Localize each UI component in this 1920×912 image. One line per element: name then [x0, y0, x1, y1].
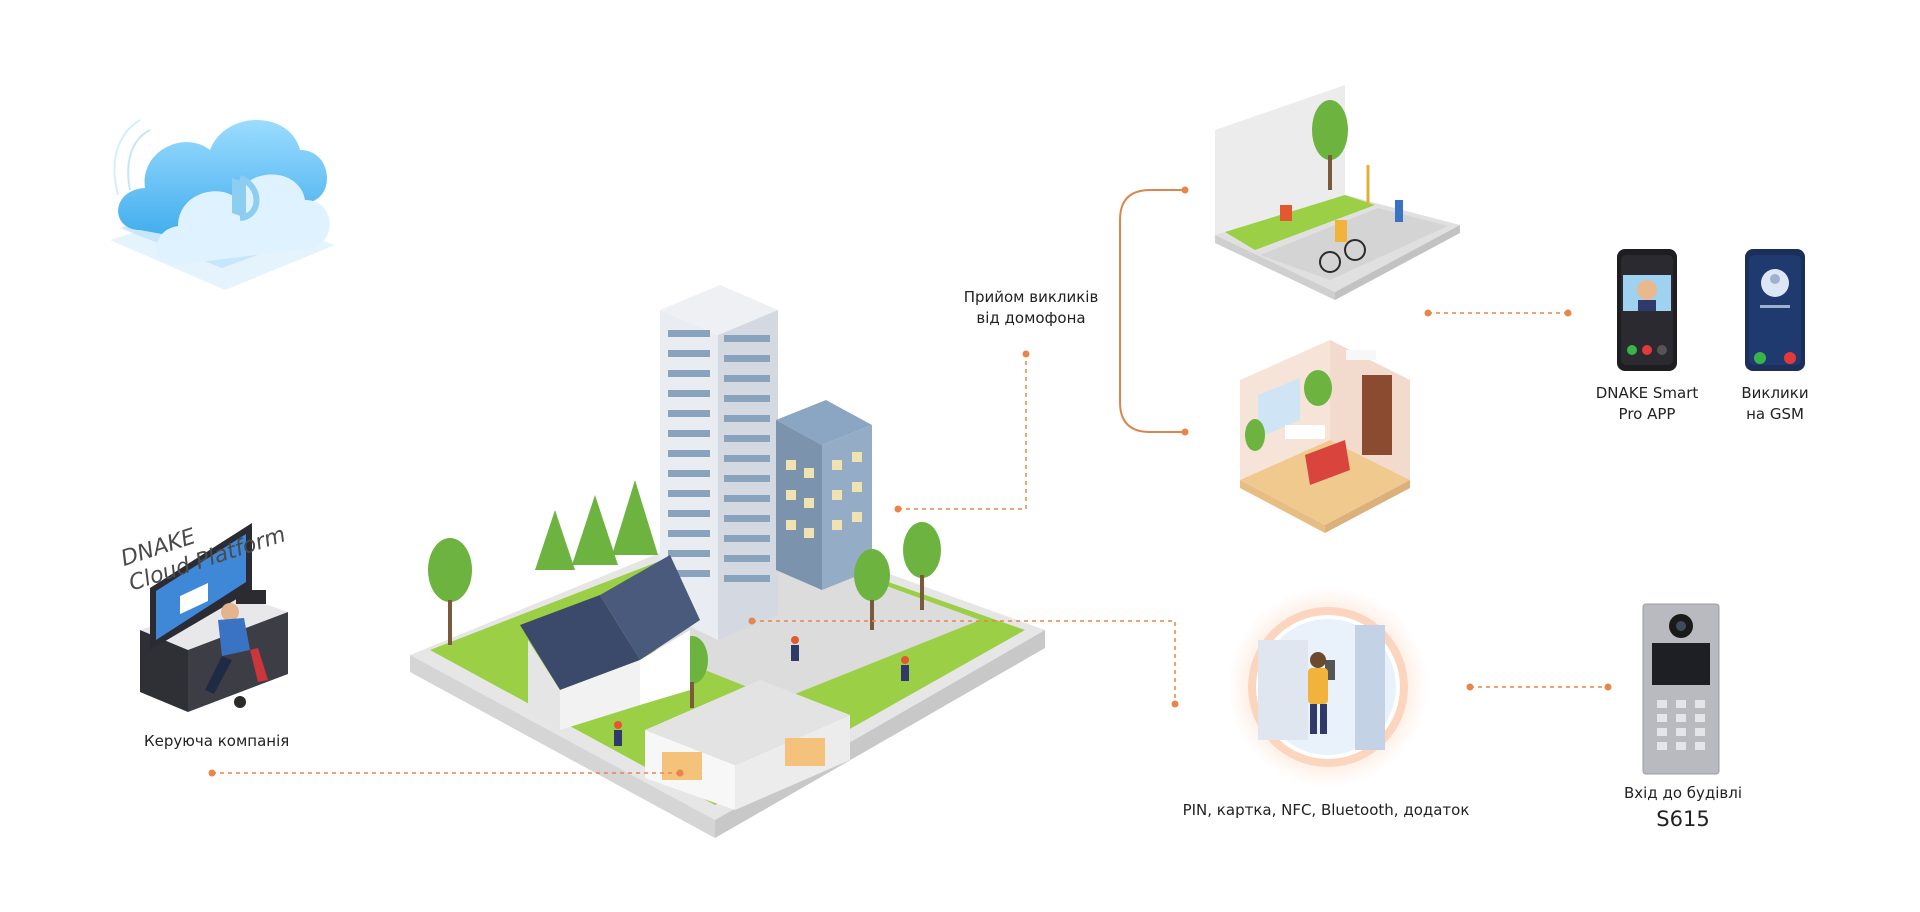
- office-worker-icon: [140, 523, 288, 712]
- gsm-label-line2: на GSM: [1746, 405, 1804, 423]
- connector-lines: [212, 312, 1608, 774]
- gsm-label-line1: Виклики: [1741, 384, 1809, 402]
- connector-bracket: [1119, 189, 1185, 433]
- app-label-line1: DNAKE Smart: [1595, 384, 1699, 402]
- smartphone-app-icon: [1617, 249, 1677, 371]
- entrance-label: Вхід до будівлі: [1623, 784, 1743, 802]
- park-scene-icon: [1215, 85, 1460, 300]
- city-block-icon: [410, 285, 1045, 838]
- intercom-panel-icon: [1642, 603, 1720, 775]
- connector-dots: [208, 186, 1612, 777]
- home-room-icon: [1240, 340, 1410, 533]
- app-label-line2: Pro APP: [1618, 405, 1676, 423]
- smartphone-gsm-icon: [1745, 249, 1805, 371]
- call-receive-line1: Прийом викликів: [963, 288, 1099, 306]
- management-label: Керуюча компанія: [144, 732, 290, 750]
- door-access-icon: [1228, 587, 1428, 787]
- call-receive-label: Прийом викликів від домофона: [964, 287, 1099, 329]
- call-receive-line2: від домофона: [976, 309, 1086, 327]
- access-label: PIN, картка, NFC, Bluetooth, додаток: [1182, 801, 1470, 819]
- gsm-label: Виклики на GSM: [1741, 383, 1808, 425]
- app-label: DNAKE Smart Pro APP: [1596, 383, 1699, 425]
- connector-call: [898, 354, 1027, 510]
- model-label: S615: [1656, 807, 1710, 831]
- cloud-logo-icon: [110, 119, 335, 290]
